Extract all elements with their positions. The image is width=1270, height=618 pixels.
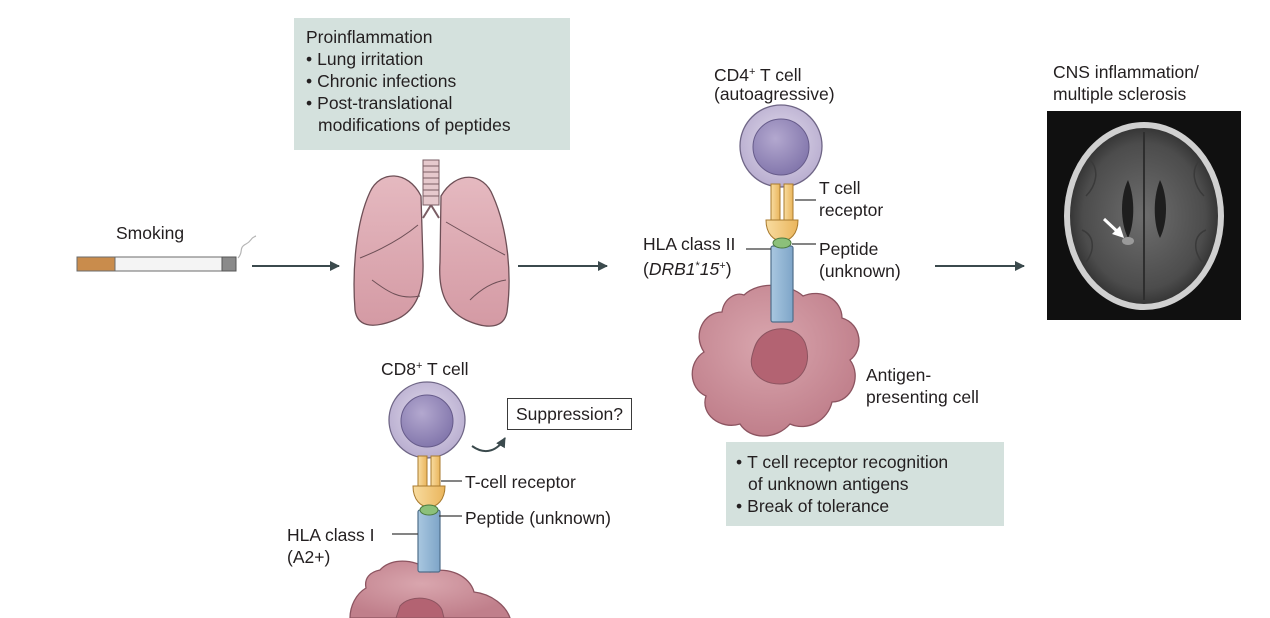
cd4-apc-nucleus	[750, 328, 808, 385]
proinflammation-title: Proinflammation	[306, 27, 433, 47]
cd4-t-cell	[739, 104, 823, 188]
recognition-box: T cell receptor recognition of unknown a…	[726, 442, 1004, 526]
cns-label: CNS inflammation/ multiple sclerosis	[1053, 62, 1199, 104]
brain-mri-image	[1047, 111, 1241, 320]
proinflammation-item-infections: Chronic infections	[306, 70, 570, 92]
proinflammation-box: Proinflammation Lung irritation Chronic …	[294, 18, 570, 150]
cd8-peptide	[419, 504, 439, 516]
cd8-hla-label: HLA class I (A2+)	[287, 525, 375, 567]
cd8-receptor-label: T-cell receptor	[465, 472, 576, 492]
recognition-item-tcr: T cell receptor recognition	[736, 451, 1004, 473]
cd4-peptide	[772, 237, 792, 249]
cd4-peptide-label: Peptide (unknown)	[819, 239, 901, 281]
apc-label: Antigen- presenting cell	[866, 365, 979, 407]
cd8-title: CD8+ T cell	[381, 359, 469, 379]
cd8-tcr-molecule	[412, 455, 446, 508]
cd4-tcr-molecule	[765, 183, 799, 242]
suppression-box: Suppression?	[507, 398, 633, 430]
cd4-cell-nucleus	[752, 118, 810, 176]
proinflammation-item-ptm: Post-translational	[306, 92, 570, 114]
cd4-hla-label: HLA class II (DRB1*15+)	[643, 234, 736, 279]
cd8-t-cell	[388, 381, 466, 459]
recognition-item-tolerance: Break of tolerance	[736, 495, 1004, 517]
recognition-item-tcr-cont: of unknown antigens	[748, 474, 909, 494]
cd4-title: CD4+ T cell	[714, 65, 802, 85]
cd4-receptor-label: T cell receptor	[819, 178, 884, 220]
suppression-arrow	[471, 437, 506, 453]
cigarette-icon	[76, 235, 257, 272]
cd4-subtitle: (autoagressive)	[714, 84, 835, 104]
cd8-peptide-label: Peptide (unknown)	[465, 508, 611, 528]
smoking-label: Smoking	[116, 223, 185, 243]
lungs-icon	[353, 159, 510, 327]
proinflammation-item-ptm-cont: modifications of peptides	[318, 115, 511, 135]
proinflammation-item-lung: Lung irritation	[306, 48, 570, 70]
cd4-hla-molecule	[770, 245, 794, 323]
cd4-apc	[691, 284, 860, 437]
cd8-hla-molecule	[417, 509, 441, 573]
